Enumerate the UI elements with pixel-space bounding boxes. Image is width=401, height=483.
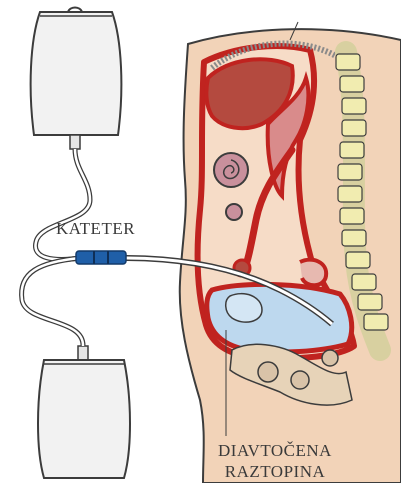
vertebra xyxy=(338,164,362,180)
pelvic-organ-1 xyxy=(258,362,278,382)
body-cross-section xyxy=(180,29,401,483)
vertebra xyxy=(340,76,364,92)
vertebra xyxy=(342,230,366,246)
intestine-loop xyxy=(214,153,248,187)
dialysis-fluid xyxy=(207,284,352,352)
vertebra xyxy=(340,208,364,224)
intestine-small xyxy=(226,204,242,220)
pelvic-organ-3 xyxy=(322,350,338,366)
label-solution-line2: RAZTOPINA xyxy=(225,462,326,481)
label-catheter: KATETER xyxy=(56,219,135,238)
tube-from-top-bag xyxy=(35,149,90,259)
bag-top-port xyxy=(70,135,80,149)
label-solution-line1: DIAVTOČENA xyxy=(218,441,332,460)
dialysis-bag-bottom xyxy=(38,346,130,478)
vertebra xyxy=(342,98,366,114)
vertebra xyxy=(352,274,376,290)
bag-top-body xyxy=(31,12,122,135)
vertebra xyxy=(336,54,360,70)
vertebra xyxy=(346,252,370,268)
bowel-loop-right xyxy=(300,260,326,286)
vertebra xyxy=(358,294,382,310)
vertebra xyxy=(364,314,388,330)
pelvic-organ-2 xyxy=(291,371,309,389)
bag-bottom-body xyxy=(38,360,130,478)
bladder xyxy=(226,294,262,322)
bag-bottom-port xyxy=(78,346,88,360)
vertebra xyxy=(340,142,364,158)
tube-from-top-bag-inner xyxy=(35,149,90,259)
vertebra xyxy=(342,120,366,136)
vertebra xyxy=(338,186,362,202)
dialysis-bag-top xyxy=(31,8,122,150)
catheter-connector xyxy=(76,251,126,264)
